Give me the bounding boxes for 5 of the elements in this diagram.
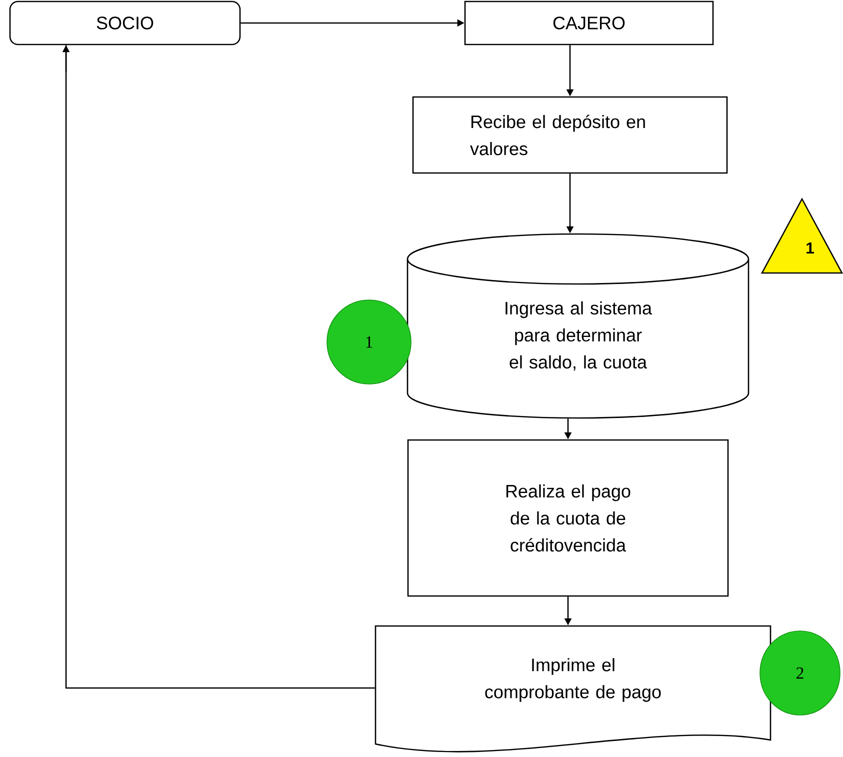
- process-box: SOCIO: [9, 0, 241, 46]
- database-cylinder: Ingresa al sistema para determinar el saldo, la cuota: [406, 233, 750, 419]
- process-box: Realiza el pago de la cuota de créditovencida: [407, 439, 729, 597]
- process-box: CAJERO: [464, 0, 714, 46]
- process-box: Recibe el depósito en valores: [412, 96, 728, 174]
